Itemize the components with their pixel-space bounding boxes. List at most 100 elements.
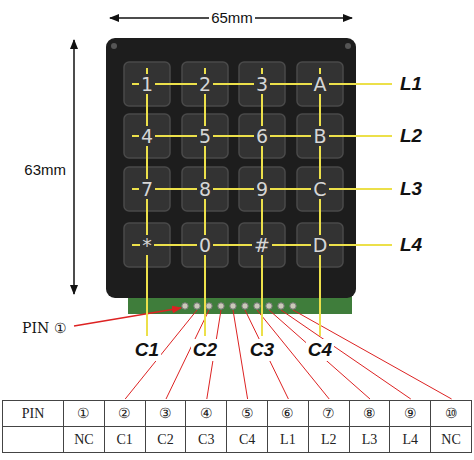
keypad-body xyxy=(106,38,356,298)
key: 0 xyxy=(182,223,228,267)
key: 7 xyxy=(124,167,170,211)
pin-leader xyxy=(281,310,411,399)
key-label: C xyxy=(311,179,328,200)
key-label: 3 xyxy=(254,74,270,95)
row-signal: L1 xyxy=(398,73,424,95)
table-cell: L1 xyxy=(267,426,309,453)
table-cell: NC xyxy=(430,426,472,453)
table-cell: ⑥ xyxy=(267,400,309,427)
column-line xyxy=(146,68,148,336)
key: B xyxy=(297,114,343,158)
table-text: ⑨ xyxy=(404,405,417,422)
table-text: ① xyxy=(77,405,90,422)
table-text: ⑩ xyxy=(445,405,458,422)
key: * xyxy=(124,223,170,267)
table-text: C4 xyxy=(239,432,255,448)
table-cell: ⑤ xyxy=(226,400,268,427)
key: 4 xyxy=(124,114,170,158)
key: 6 xyxy=(239,114,285,158)
key: 9 xyxy=(239,167,285,211)
row-signal: L4 xyxy=(398,234,424,256)
dimension-label: 63mm xyxy=(22,161,68,178)
key: 5 xyxy=(182,114,228,158)
column-signal: C1 xyxy=(133,339,161,361)
column-signal: C4 xyxy=(306,339,334,361)
table-cell: ② xyxy=(104,400,146,427)
key-label: 8 xyxy=(197,179,213,200)
key-label: B xyxy=(311,126,328,147)
table-text: C3 xyxy=(198,432,214,448)
key: 3 xyxy=(239,62,285,106)
pin-header xyxy=(182,303,296,309)
table-cell: ⑨ xyxy=(389,400,431,427)
key-label: 6 xyxy=(254,126,270,147)
key-label: 2 xyxy=(197,74,213,95)
table-text: ⑦ xyxy=(322,405,335,422)
table-cell: PIN xyxy=(2,400,64,427)
pin-callout: PIN ① xyxy=(20,320,69,336)
table-cell: ④ xyxy=(185,400,227,427)
table-text: ⑥ xyxy=(281,405,294,422)
table-cell: ⑦ xyxy=(308,400,350,427)
column-signal: C2 xyxy=(191,339,219,361)
table-text: L1 xyxy=(280,432,296,448)
pin xyxy=(206,303,212,309)
pin-leaders xyxy=(125,310,451,399)
mount-hole xyxy=(111,43,117,49)
key-label: 5 xyxy=(197,126,213,147)
key-label: 1 xyxy=(139,74,155,95)
pin-leader xyxy=(293,310,452,399)
pin xyxy=(278,303,284,309)
table-text: ⑧ xyxy=(363,405,376,422)
table-cell: L4 xyxy=(389,426,431,453)
table-cell: ① xyxy=(63,400,105,427)
table-text: L2 xyxy=(321,432,337,448)
key: # xyxy=(239,223,285,267)
key-shapes xyxy=(124,62,343,267)
table-text: ③ xyxy=(159,405,172,422)
table-text: ② xyxy=(118,405,131,422)
key-label: 7 xyxy=(139,179,155,200)
key-label: D xyxy=(311,235,330,256)
pin-leader xyxy=(245,310,288,399)
pin xyxy=(290,303,296,309)
table-text: C1 xyxy=(117,432,133,448)
pin-leader xyxy=(125,310,197,399)
key: C xyxy=(297,167,343,211)
table-text: PIN xyxy=(22,406,45,422)
table-text: NC xyxy=(74,432,93,448)
pin1-pointer xyxy=(74,308,181,326)
column-signal: C3 xyxy=(248,339,276,361)
key: 8 xyxy=(182,167,228,211)
table-cell: L2 xyxy=(308,426,350,453)
table-cell: ⑧ xyxy=(349,400,391,427)
pin xyxy=(254,303,260,309)
height-dimension xyxy=(73,40,75,294)
table-cell: C4 xyxy=(226,426,268,453)
table-cell: L3 xyxy=(349,426,391,453)
key: 2 xyxy=(182,62,228,106)
key: A xyxy=(297,62,343,106)
key-label: # xyxy=(252,235,272,256)
table-cell: ⑩ xyxy=(430,400,472,427)
row-signal: L3 xyxy=(398,178,424,200)
key-label: 0 xyxy=(197,235,213,256)
dimension-label: 65mm xyxy=(209,9,255,26)
table-cell: NC xyxy=(63,426,105,453)
pin xyxy=(266,303,272,309)
mount-hole xyxy=(345,43,351,49)
pin xyxy=(182,303,188,309)
column-line xyxy=(261,68,263,336)
table-text: C2 xyxy=(157,432,173,448)
pin xyxy=(230,303,236,309)
table-text: L4 xyxy=(403,432,419,448)
column-line xyxy=(204,68,206,336)
row-signal: L2 xyxy=(398,125,424,147)
key: D xyxy=(297,223,343,267)
key-label: 4 xyxy=(139,126,155,147)
pin xyxy=(194,303,200,309)
table-text: NC xyxy=(441,432,460,448)
